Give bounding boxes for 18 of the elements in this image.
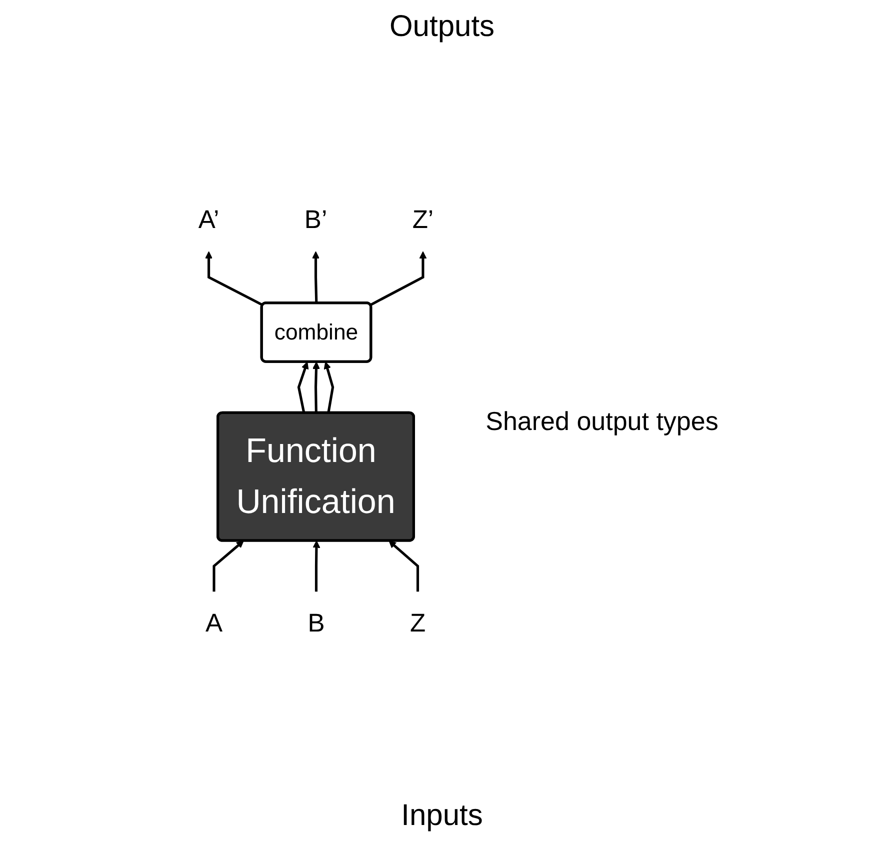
- arrow: [388, 540, 419, 592]
- arrow: [212, 540, 244, 592]
- arrow: [312, 362, 320, 413]
- node-text: B’: [304, 206, 327, 234]
- annotation-text: Shared output types: [486, 406, 718, 436]
- node-text: A’: [198, 206, 219, 234]
- node-text: Z: [410, 609, 426, 638]
- node-text: A: [205, 609, 222, 638]
- arrow: [204, 251, 263, 306]
- arrow: [323, 362, 334, 414]
- section-label: Inputs: [401, 799, 483, 832]
- arrow: [312, 251, 320, 304]
- arrow: [297, 362, 308, 414]
- arrow: [369, 251, 426, 306]
- node-text: Z’: [412, 206, 434, 234]
- arrow: [312, 540, 320, 592]
- section-label: Outputs: [389, 10, 495, 43]
- node-text: B: [307, 609, 324, 638]
